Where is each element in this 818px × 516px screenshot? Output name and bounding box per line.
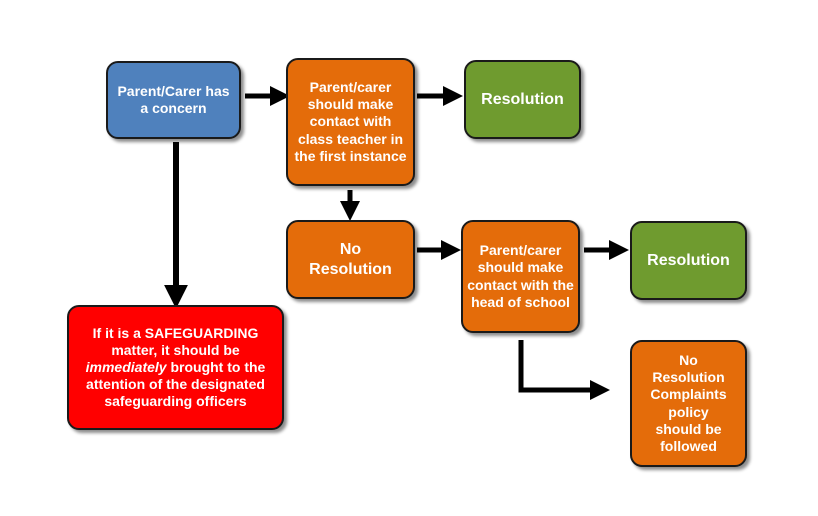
node-no-resolution-1-label: No Resolution bbox=[309, 240, 392, 278]
node-resolution-1: Resolution bbox=[464, 60, 581, 139]
node-parent-concern-label: Parent/Carer has a concern bbox=[117, 82, 230, 116]
node-contact-teacher-label: Parent/carer should make contact with cl… bbox=[294, 79, 407, 164]
node-resolution-1-label: Resolution bbox=[481, 90, 564, 108]
node-parent-concern: Parent/Carer has a concern bbox=[106, 61, 241, 139]
arrow-head-to-complaints bbox=[518, 340, 610, 400]
node-no-resolution-complaints: No Resolution Complaints policy should b… bbox=[630, 340, 747, 467]
node-resolution-2: Resolution bbox=[630, 221, 747, 300]
safeguarding-text-part2: brought to the attention of the designat… bbox=[86, 358, 266, 410]
node-resolution-2-label: Resolution bbox=[647, 251, 730, 269]
node-safeguarding-text: If it is a SAFEGUARDING matter, it shoul… bbox=[83, 325, 268, 410]
safeguarding-emphasis: immediately bbox=[85, 358, 167, 375]
safeguarding-text-part1: If it is a SAFEGUARDING matter, it shoul… bbox=[92, 324, 259, 358]
node-contact-teacher: Parent/carer should make contact with cl… bbox=[286, 58, 415, 186]
node-contact-head: Parent/carer should make contact with th… bbox=[461, 220, 580, 333]
node-no-resolution-1: No Resolution bbox=[286, 220, 415, 299]
node-safeguarding: If it is a SAFEGUARDING matter, it shoul… bbox=[67, 305, 284, 430]
node-contact-head-label: Parent/carer should make contact with th… bbox=[467, 242, 574, 310]
node-no-resolution-complaints-label: No Resolution Complaints policy should b… bbox=[650, 352, 727, 454]
